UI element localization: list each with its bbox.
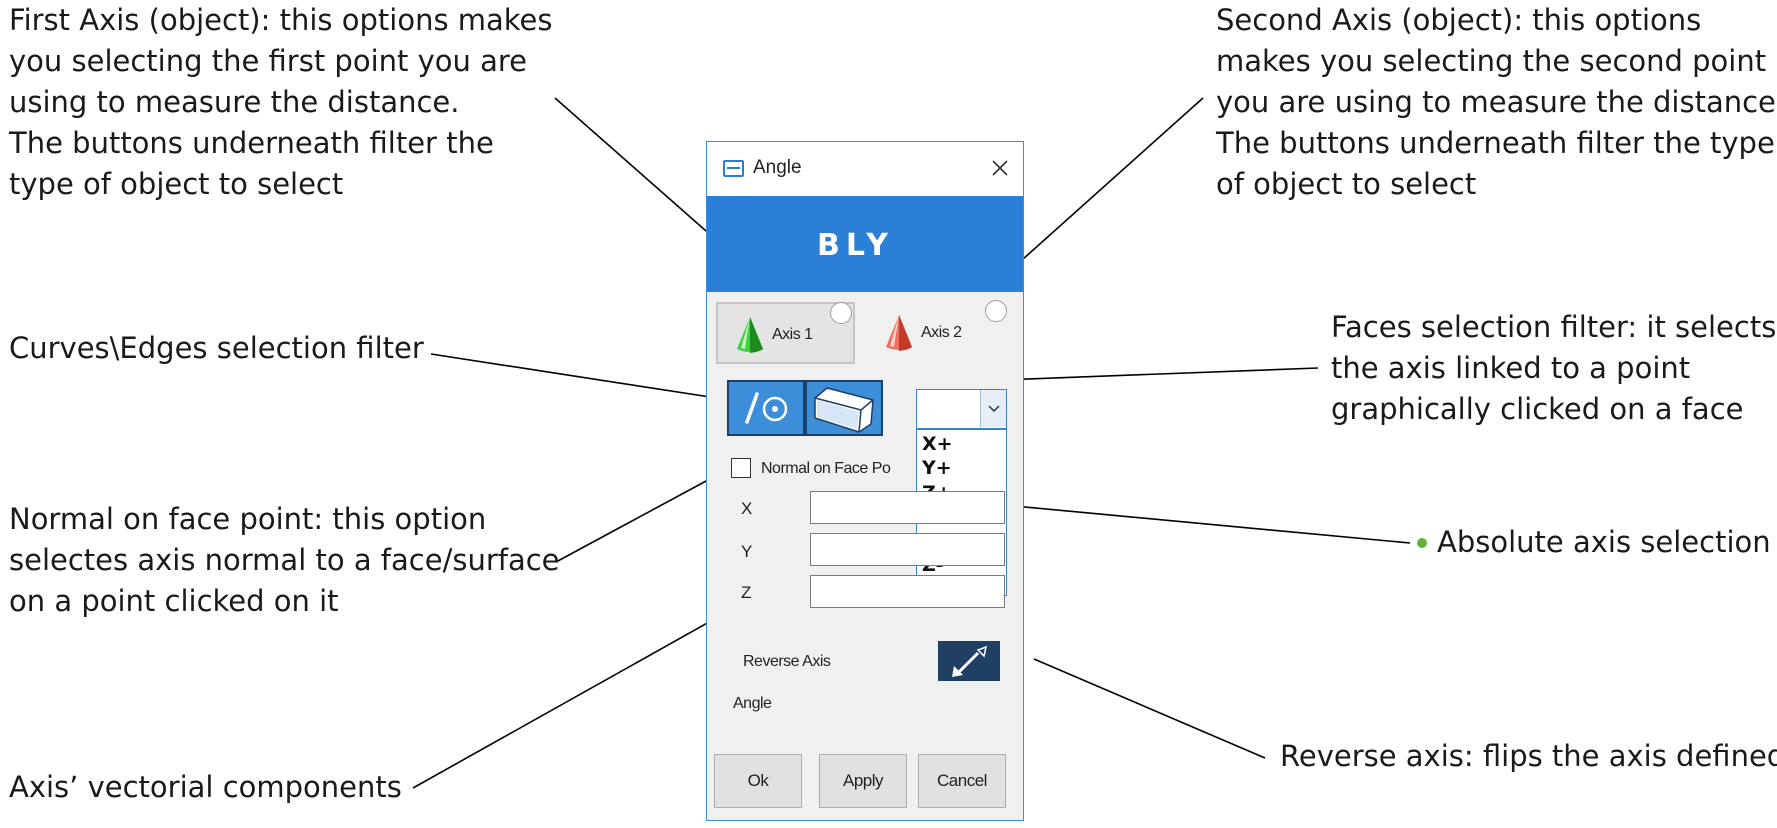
axis-2-button[interactable]: Axis 2 [867, 300, 1007, 364]
annotation-line: selectes axis normal to a face/surface [9, 543, 560, 577]
normal-on-face-label: Normal on Face Po [761, 460, 891, 477]
annotation-line: of object to select [1216, 167, 1477, 201]
angle-dialog: Angle BLY Axis 1 Axis 2 [706, 141, 1024, 821]
annotation-line: type of object to select [9, 167, 344, 201]
annotation-normal: Normal on face point: this option select… [9, 499, 560, 622]
annotation-line: Reverse axis: flips the axis defined [1280, 739, 1777, 773]
window-icon [723, 160, 744, 177]
axis-1-label: Axis 1 [772, 326, 813, 343]
annotation-reverse: Reverse axis: flips the axis defined [1280, 736, 1777, 777]
apply-button[interactable]: Apply [819, 754, 907, 808]
reverse-axis-label: Reverse Axis [743, 653, 831, 670]
annotation-line: Absolute axis selection [1437, 525, 1771, 559]
cancel-button[interactable]: Cancel [918, 754, 1006, 808]
chevron-down-icon [988, 405, 1000, 413]
green-cone-icon [737, 317, 763, 353]
axis-1-radio[interactable] [830, 302, 852, 324]
leader-absolute [1013, 505, 1411, 544]
z-label: Z [741, 583, 752, 602]
option-y-plus[interactable]: Y+ [922, 457, 952, 479]
annotation-line: First Axis (object): this options makes [9, 3, 553, 37]
axis-1-button[interactable]: Axis 1 [716, 302, 855, 364]
annotation-line: The buttons underneath filter the type [1216, 126, 1775, 160]
annotation-line: Curves\Edges selection filter [9, 331, 424, 365]
annotation-second-axis: Second Axis (object): this options makes… [1216, 0, 1777, 205]
logo: BLY [817, 228, 895, 263]
annotation-curves: Curves\Edges selection filter [9, 328, 424, 369]
annotation-line: makes you selecting the second point [1216, 44, 1767, 78]
annotation-line: Normal on face point: this option [9, 502, 487, 536]
annotation-line: The buttons underneath filter the [9, 126, 494, 160]
close-icon [992, 160, 1008, 176]
leader-curves [430, 353, 737, 402]
axis-2-radio[interactable] [985, 300, 1007, 322]
y-label: Y [741, 542, 753, 561]
angle-label: Angle [733, 695, 772, 712]
annotation-faces: Faces selection filter: it selects the a… [1331, 307, 1776, 430]
option-x-plus[interactable]: X+ [922, 433, 953, 455]
z-input[interactable] [810, 575, 1005, 608]
x-input[interactable] [810, 491, 1005, 524]
reverse-axis-button[interactable] [938, 641, 1000, 681]
annotation-line: using to measure the distance. [9, 85, 460, 119]
dropdown-arrow-button[interactable] [980, 390, 1006, 427]
annotation-line: you selecting the first point you are [9, 44, 528, 78]
y-input[interactable] [810, 533, 1005, 566]
annotation-line: on a point clicked on it [9, 584, 339, 618]
annotation-line: the axis linked to a point [1331, 351, 1691, 385]
annotation-first-axis: First Axis (object): this options makes … [9, 0, 553, 205]
brand-banner: BLY [707, 196, 1023, 292]
annotation-line: Second Axis (object): this options [1216, 3, 1702, 37]
leader-reverse [1033, 658, 1266, 759]
title-bar: Angle [707, 142, 1023, 196]
faces-filter-button[interactable] [805, 380, 883, 436]
absolute-bullet-icon [1417, 538, 1427, 548]
annotation-absolute: Absolute axis selection [1437, 522, 1771, 563]
annotation-line: graphically clicked on a face [1331, 392, 1744, 426]
annotation-line: Axis’ vectorial components [9, 770, 402, 804]
x-label: X [741, 499, 753, 518]
ok-button[interactable]: Ok [714, 754, 802, 808]
curves-filter-button[interactable] [727, 380, 805, 436]
annotation-line: you are using to measure the distance. [1216, 85, 1777, 119]
red-cone-icon [886, 315, 912, 351]
curve-edge-icon [745, 392, 788, 424]
reverse-arrow-icon [952, 645, 988, 677]
annotation-line: Faces selection filter: it selects [1331, 310, 1777, 344]
window-title: Angle [753, 157, 802, 178]
direction-combobox[interactable] [916, 389, 1007, 429]
annotation-components: Axis’ vectorial components [9, 767, 402, 808]
axis-2-label: Axis 2 [921, 324, 962, 341]
close-button[interactable] [982, 150, 1018, 186]
face-box-icon [814, 387, 874, 433]
normal-on-face-checkbox[interactable] [731, 458, 751, 478]
